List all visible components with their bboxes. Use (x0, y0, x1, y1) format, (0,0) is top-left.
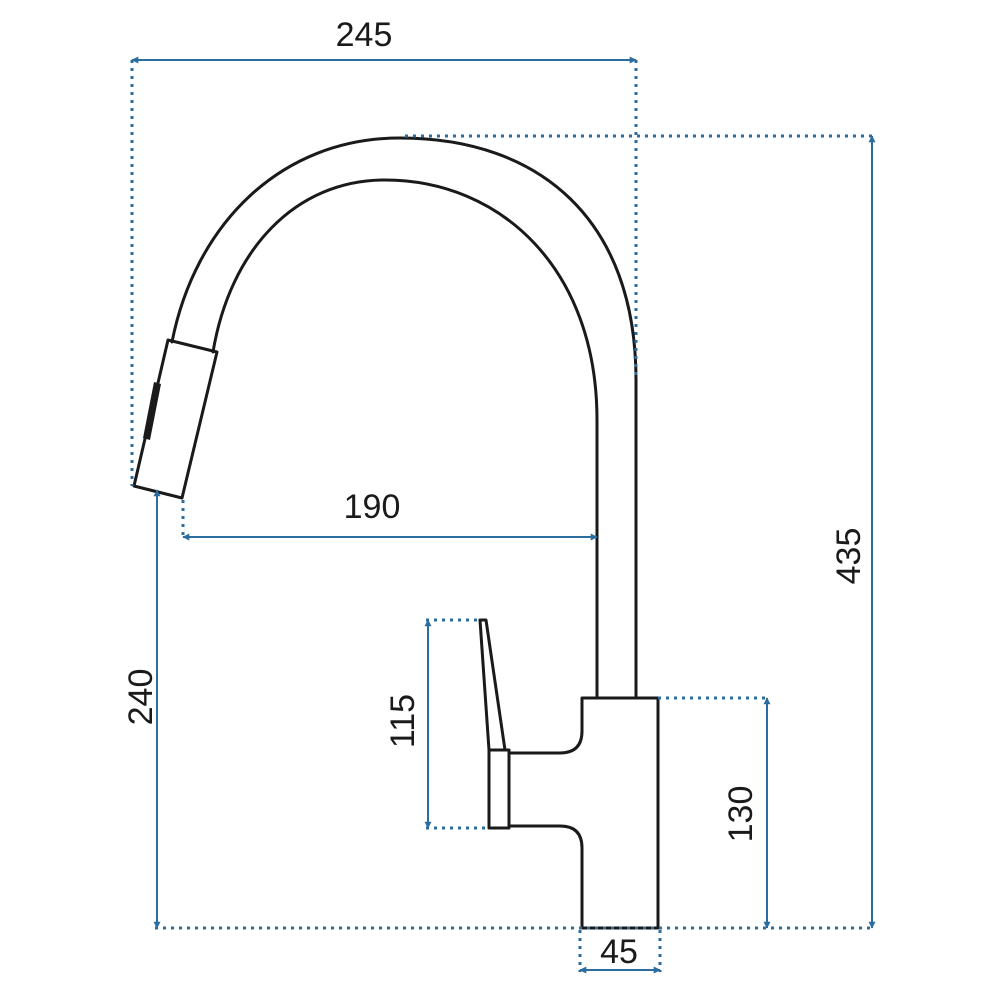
spout-inner-edge (211, 178, 599, 700)
faucet-outline (132, 136, 660, 930)
handle-lever (478, 618, 507, 752)
dim-spout-height-label: 240 (122, 669, 160, 726)
dim-spout-height: 240 (122, 489, 161, 929)
dim-total-reach: 245 (131, 16, 637, 64)
dim-spout-reach: 190 (182, 488, 598, 541)
spray-head (132, 338, 219, 500)
dim-spout-reach-label: 190 (344, 488, 401, 526)
spout-outer-edge (170, 136, 638, 700)
dim-lever-height: 115 (384, 619, 432, 829)
dim-total-height: 435 (830, 135, 876, 929)
dim-base-width: 45 (579, 933, 661, 974)
dim-body-height-label: 130 (722, 786, 760, 843)
dimension-layer: 245 435 190 240 115 130 45 (122, 16, 876, 974)
dim-base-width-label: 45 (600, 933, 638, 971)
spray-button (143, 382, 161, 440)
dim-total-reach-label: 245 (336, 16, 393, 54)
lever-collar (487, 748, 511, 830)
extension-lines (130, 60, 872, 972)
dim-lever-height-label: 115 (384, 694, 422, 748)
dim-total-height-label: 435 (830, 528, 868, 585)
faucet-body (507, 696, 660, 930)
dim-body-height: 130 (722, 697, 771, 929)
